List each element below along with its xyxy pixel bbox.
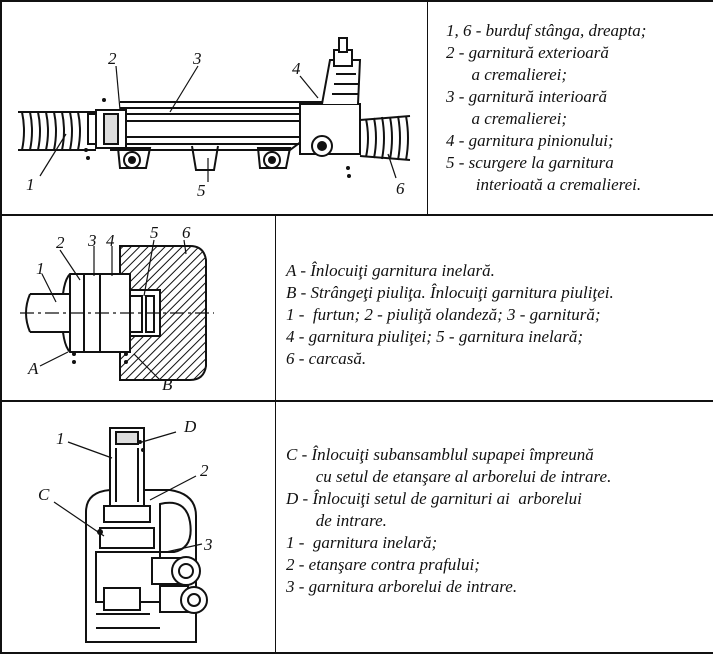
row-hose-nut: 2 3 4 5 6 1 A B A - Înlocuiţi garnitura … <box>0 214 713 400</box>
row-steering-rack: 2 3 4 1 5 6 1, 6 - burduf stânga, dreapt… <box>0 0 713 214</box>
caption-line: 3 - garnitură interioară <box>446 87 608 106</box>
label-6: 6 <box>182 223 191 242</box>
label-D: D <box>183 417 197 436</box>
figure-steering-rack: 2 3 4 1 5 6 <box>0 0 428 214</box>
label-A: A <box>27 359 39 378</box>
steering-rack-drawing: 2 3 4 1 5 6 <box>18 37 411 200</box>
caption-line: de intrare. <box>286 511 387 530</box>
input-shaft-drawing: 1 D 2 C 3 <box>38 417 213 643</box>
caption-line: 4 - garnitura piuliţei; 5 - garnitura in… <box>286 327 584 346</box>
label-3: 3 <box>87 231 97 250</box>
caption-line: C - Înlocuiţi subansamblul supapei împre… <box>286 445 594 464</box>
caption-line: cu setul de etanşare al arborelui de int… <box>286 467 612 486</box>
label-4: 4 <box>292 59 301 78</box>
caption-line: 2 - etanşare contra prafului; <box>286 555 480 574</box>
label-1: 1 <box>56 429 65 448</box>
hose-nut-drawing: 2 3 4 5 6 1 A B <box>20 223 214 394</box>
label-2: 2 <box>108 49 117 68</box>
label-1: 1 <box>36 259 45 278</box>
caption-line: 6 - carcasă. <box>286 349 367 368</box>
caption-line: 4 - garnitura pinionului; <box>446 131 614 150</box>
label-3: 3 <box>203 535 213 554</box>
caption-line: interioată a cremalierei. <box>446 175 642 194</box>
label-C: C <box>38 485 50 504</box>
caption-line: D - Înlocuiţi setul de garnituri ai arbo… <box>286 489 582 508</box>
label-2: 2 <box>56 233 65 252</box>
caption-line: 5 - scurgere la garnitura <box>446 153 614 172</box>
row-input-shaft: 1 D 2 C 3 C - Înlocuiţi subansamblul sup… <box>0 400 713 652</box>
caption-line: a cremalierei; <box>446 109 568 128</box>
label-5: 5 <box>197 181 206 200</box>
caption-line: 1 - furtun; 2 - piuliţă olandeză; 3 - ga… <box>286 305 601 324</box>
caption-line: B - Strângeţi piuliţa. Înlocuiţi garnitu… <box>286 283 614 302</box>
caption-input-shaft: C - Înlocuiţi subansamblul supapei împre… <box>286 444 611 598</box>
label-2: 2 <box>200 461 209 480</box>
caption-hose-nut: A - Înlocuiţi garnitura inelară. B - Str… <box>286 260 614 370</box>
label-B: B <box>162 375 173 394</box>
label-5: 5 <box>150 223 159 242</box>
caption-line: 1 - garnitura inelară; <box>286 533 438 552</box>
caption-line: 1, 6 - burduf stânga, dreapta; <box>446 21 647 40</box>
caption-line: A - Înlocuiţi garnitura inelară. <box>286 261 495 280</box>
caption-line: 3 - garnitura arborelui de intrare. <box>286 577 518 596</box>
label-3: 3 <box>192 49 202 68</box>
label-1: 1 <box>26 175 35 194</box>
label-6: 6 <box>396 179 405 198</box>
caption-line: 2 - garnitură exterioară <box>446 43 609 62</box>
caption-line: a cremalierei; <box>446 65 568 84</box>
figure-hose-nut: 2 3 4 5 6 1 A B <box>0 216 276 400</box>
caption-steering-rack: 1, 6 - burduf stânga, dreapta; 2 - garni… <box>446 20 646 196</box>
figure-input-shaft: 1 D 2 C 3 <box>0 402 276 652</box>
label-4: 4 <box>106 231 115 250</box>
